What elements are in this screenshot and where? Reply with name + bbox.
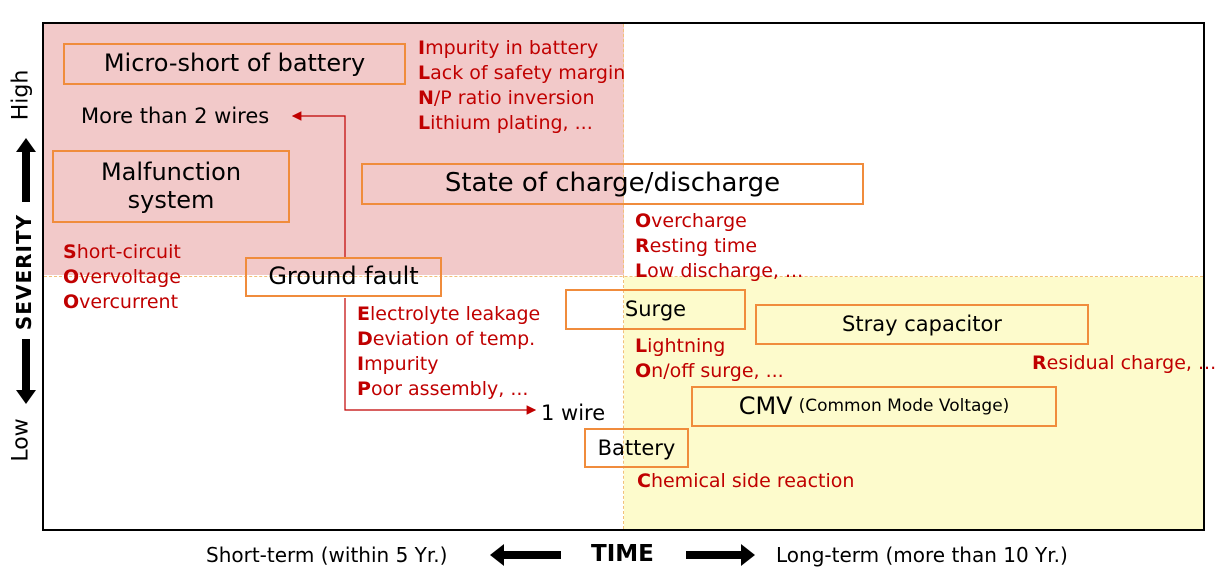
cause-text: vercurrent	[79, 291, 179, 313]
cause-text: mpurity	[364, 353, 439, 375]
cause-item: On/off surge, ...	[635, 359, 784, 384]
cause-item: Low discharge, ...	[635, 259, 803, 284]
stray-capacitor-causes: Residual charge, ...	[1032, 351, 1216, 376]
cause-initial: R	[1032, 352, 1047, 374]
ground-fault-box: Ground fault	[245, 257, 442, 297]
severity-divider-line	[44, 276, 1203, 277]
micro-short-label: Micro-short of battery	[103, 49, 366, 78]
cause-text: n/off surge, ...	[651, 360, 784, 382]
time-long-term-label: Long-term (more than 10 Yr.)	[776, 543, 1068, 567]
micro-short-of-battery-box: Micro-short of battery	[63, 43, 406, 85]
low-severity-long-term-zone	[624, 277, 1203, 529]
malfunction-label-line2: system	[127, 185, 215, 214]
cause-initial: R	[635, 235, 650, 257]
time-short-term-label: Short-term (within 5 Yr.)	[206, 543, 448, 567]
state-of-charge-box: State of charge/discharge	[361, 163, 864, 205]
time-axis-title: TIME	[591, 541, 654, 567]
cause-item: Lightning	[635, 334, 784, 359]
cause-initial: P	[357, 378, 371, 400]
cause-text: vercharge	[651, 210, 747, 232]
severity-up-arrow-icon	[16, 138, 36, 202]
cause-text: mpurity in battery	[425, 37, 599, 59]
cause-item: Impurity	[357, 352, 540, 377]
cause-initial: I	[418, 37, 426, 59]
cause-initial: L	[418, 112, 431, 134]
cause-text: eviation of temp.	[372, 328, 536, 350]
cause-item: Overvoltage	[63, 265, 181, 290]
stray-capacitor-label: Stray capacitor	[842, 312, 1002, 337]
surge-label: Surge	[624, 297, 687, 322]
cause-initial: D	[357, 328, 373, 350]
high-severity-short-term-zone	[44, 24, 624, 275]
cause-text: oor assembly, ...	[370, 378, 529, 400]
cause-initial: O	[635, 360, 652, 382]
arrow-to-1-wire	[344, 298, 537, 415]
cause-item: Overcharge	[635, 209, 803, 234]
cause-text: vervoltage	[79, 266, 181, 288]
battery-causes: Chemical side reaction	[637, 469, 854, 494]
severity-down-arrow-icon	[16, 339, 36, 404]
cause-initial: S	[63, 241, 77, 263]
time-right-arrow-icon	[686, 544, 755, 566]
cause-initial: O	[635, 210, 652, 232]
cause-initial: O	[63, 266, 80, 288]
malfunction-system-box: Malfunction system	[52, 150, 290, 223]
cause-initial: N	[418, 87, 434, 109]
cause-initial: C	[637, 470, 651, 492]
stray-capacitor-box: Stray capacitor	[755, 304, 1089, 345]
cause-initial: L	[635, 335, 648, 357]
cause-item: Lithium plating, ...	[418, 111, 625, 136]
ground-fault-label: Ground fault	[268, 262, 419, 291]
more-than-2-wires-label: More than 2 wires	[81, 104, 270, 128]
cause-text: ow discharge, ...	[647, 260, 804, 282]
cause-item: Deviation of temp.	[357, 327, 540, 352]
cause-item: Chemical side reaction	[637, 469, 854, 494]
malfunction-label-line1: Malfunction	[100, 157, 242, 186]
cause-item: Short-circuit	[63, 240, 181, 265]
cause-text: esting time	[649, 235, 758, 257]
cause-initial: L	[635, 260, 648, 282]
cause-initial: O	[63, 291, 80, 313]
cause-text: ithium plating, ...	[430, 112, 593, 134]
cause-item: Electrolyte leakage	[357, 302, 540, 327]
state-of-charge-label: State of charge/discharge	[444, 168, 781, 199]
battery-box: Battery	[584, 428, 689, 468]
cause-initial: I	[357, 353, 365, 375]
time-left-arrow-icon	[490, 544, 561, 566]
cause-text: hort-circuit	[76, 241, 181, 263]
cause-item: Lack of safety margin	[418, 61, 625, 86]
cmv-label: CMV	[738, 391, 793, 420]
cause-item: Poor assembly, ...	[357, 377, 540, 402]
diagram-frame	[42, 22, 1205, 531]
cause-item: Residual charge, ...	[1032, 351, 1216, 376]
cause-initial: E	[357, 303, 370, 325]
cmv-sub-label: (Common Mode Voltage)	[798, 395, 1010, 416]
cause-item: Resting time	[635, 234, 803, 259]
cause-text: ightning	[647, 335, 726, 357]
cause-text: ack of safety margin	[430, 62, 626, 84]
cause-item: Impurity in battery	[418, 36, 625, 61]
surge-box: Surge	[565, 289, 746, 330]
arrow-to-more-than-2-wires	[291, 111, 346, 258]
cause-text: hemical side reaction	[650, 470, 855, 492]
cause-text: esidual charge, ...	[1046, 352, 1217, 374]
cause-text: /P ratio inversion	[433, 87, 595, 109]
cause-item: Overcurrent	[63, 290, 181, 315]
battery-label: Battery	[597, 435, 676, 460]
cause-initial: L	[418, 62, 431, 84]
one-wire-label: 1 wire	[541, 401, 606, 425]
cause-text: lectrolyte leakage	[369, 303, 541, 325]
cause-item: N/P ratio inversion	[418, 86, 625, 111]
cmv-box: CMV (Common Mode Voltage)	[691, 386, 1057, 427]
